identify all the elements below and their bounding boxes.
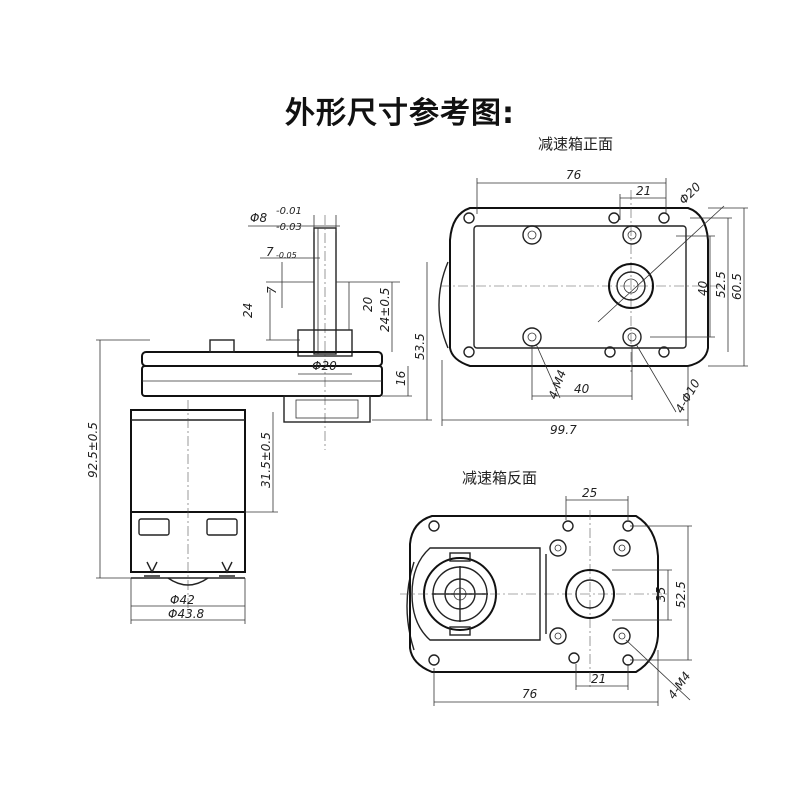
back-output-boss xyxy=(565,569,615,619)
front-housing xyxy=(449,207,709,367)
dim-shaft-tol-upper: -0.01 xyxy=(276,206,302,217)
dim-back-35: 35 xyxy=(654,587,668,602)
dim-front-40h: 40 xyxy=(574,382,590,396)
dim-back-52-5: 52.5 xyxy=(674,581,688,608)
dim-back-21: 21 xyxy=(591,672,606,686)
dim-24: 24 xyxy=(241,303,255,318)
dim-flat-tol: -0.05 xyxy=(276,251,297,260)
dim-back-76: 76 xyxy=(522,687,538,701)
back-motor-bulge xyxy=(406,561,415,651)
dim-front-76: 76 xyxy=(566,168,582,182)
dim-31-5: 31.5±0.5 xyxy=(259,432,273,488)
dim-7: 7 xyxy=(265,286,279,294)
dim-front-99-7: 99.7 xyxy=(550,423,577,437)
front-view-label: 减速箱正面 xyxy=(538,135,614,153)
dim-side-phi20: Φ20 xyxy=(312,359,337,373)
front-view: 76 21 Φ20 40 52.5 60.5 4-M4 40 4-Φ10 99.… xyxy=(438,168,748,437)
dim-front-21: 21 xyxy=(636,184,651,198)
front-output-boss xyxy=(608,263,654,309)
side-view: Φ8 -0.01 -0.03 7 -0.05 7 24 20 24±0.5 53… xyxy=(86,206,432,624)
gearbox-lower-boss xyxy=(283,395,371,423)
dim-16: 16 xyxy=(394,370,408,386)
back-view: 25 35 52.5 21 4-M4 76 xyxy=(400,486,694,706)
front-holes xyxy=(463,212,670,358)
dim-front-40v: 40 xyxy=(696,280,710,296)
dim-front-phi20: Φ20 xyxy=(676,179,704,207)
dim-front-52-5: 52.5 xyxy=(714,271,728,298)
dim-phi42: Φ42 xyxy=(170,593,195,607)
front-motor-bulge xyxy=(438,261,449,349)
dim-shaft-dia: Φ8 xyxy=(250,211,267,225)
dim-20: 20 xyxy=(361,296,375,312)
back-view-label: 减速箱反面 xyxy=(462,469,538,487)
dim-53-5: 53.5 xyxy=(413,333,427,360)
page-title: 外形尺寸参考图: xyxy=(285,96,515,131)
back-housing xyxy=(409,515,659,673)
dim-24-05: 24±0.5 xyxy=(378,288,392,332)
dim-back-4m4: 4-M4 xyxy=(665,669,694,702)
dim-shaft-tol-lower: -0.03 xyxy=(276,222,302,233)
back-motor-face xyxy=(411,547,541,641)
dim-front-4phi10: 4-Φ10 xyxy=(672,376,703,415)
dim-front-60-5: 60.5 xyxy=(730,273,744,300)
dim-back-25: 25 xyxy=(582,486,597,500)
back-holes xyxy=(428,520,634,666)
gearbox-top-plate xyxy=(141,351,383,367)
dim-phi43-8: Φ43.8 xyxy=(168,607,205,621)
dim-flat: 7 xyxy=(266,245,274,259)
dim-92-5: 92.5±0.5 xyxy=(86,422,100,478)
